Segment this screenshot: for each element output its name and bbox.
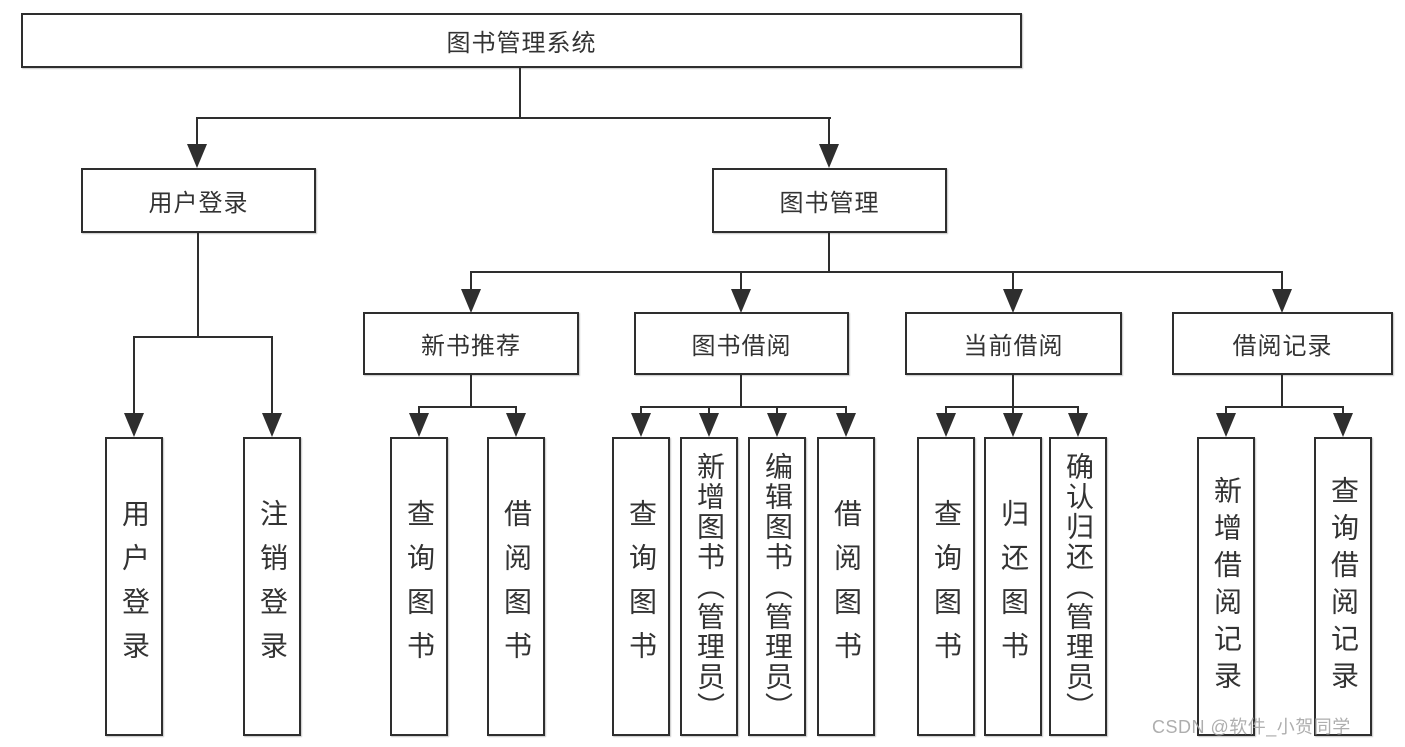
arrow-down-icon	[836, 413, 856, 437]
connector-line	[1281, 271, 1283, 291]
connector-line	[740, 375, 742, 407]
arrow-down-icon	[124, 413, 144, 437]
node-user-login-group: 用户登录	[81, 168, 316, 233]
arrow-down-icon	[187, 144, 207, 168]
connector-line	[828, 117, 830, 150]
node-record-add-borrow-record: 新增借阅记录	[1197, 437, 1255, 736]
node-logout: 注销登录	[243, 437, 301, 736]
node-book-management: 图书管理	[712, 168, 947, 233]
connector-line	[945, 406, 947, 416]
connector-line	[196, 117, 831, 119]
connector-line	[1281, 375, 1283, 407]
connector-line	[470, 271, 1283, 273]
node-borrow-add-books-admin: 新增图书（管理员）	[680, 437, 738, 736]
arrow-down-icon	[262, 413, 282, 437]
node-new-book-recommend: 新书推荐	[363, 312, 579, 375]
node-borrow-borrow-books: 借阅图书	[817, 437, 875, 736]
connector-line	[133, 336, 135, 417]
arrow-down-icon	[409, 413, 429, 437]
connector-line	[515, 406, 517, 416]
node-current-borrowing: 当前借阅	[905, 312, 1122, 375]
connector-line	[418, 406, 420, 416]
node-current-confirm-return-admin: 确认归还（管理员）	[1049, 437, 1107, 736]
arrow-down-icon	[731, 289, 751, 313]
connector-line	[776, 406, 778, 416]
connector-line	[133, 336, 273, 338]
arrow-down-icon	[767, 413, 787, 437]
connector-line	[470, 375, 472, 407]
node-recommend-query-books: 查询图书	[390, 437, 448, 736]
node-library-system: 图书管理系统	[21, 13, 1022, 68]
connector-line	[418, 406, 517, 408]
node-book-borrowing: 图书借阅	[634, 312, 849, 375]
connector-line	[1225, 406, 1227, 416]
connector-line	[1077, 406, 1079, 416]
connector-line	[845, 406, 847, 416]
connector-line	[197, 233, 199, 337]
connector-line	[1225, 406, 1344, 408]
arrow-down-icon	[1003, 413, 1023, 437]
csdn-watermark: CSDN @软件_小贺同学	[1152, 717, 1351, 737]
arrow-down-icon	[1003, 289, 1023, 313]
node-recommend-borrow-books: 借阅图书	[487, 437, 545, 736]
arrow-down-icon	[1333, 413, 1353, 437]
connector-line	[640, 406, 847, 408]
connector-line	[708, 406, 710, 416]
connector-line	[1012, 271, 1014, 291]
node-record-query-borrow-record: 查询借阅记录	[1314, 437, 1372, 736]
node-borrow-query-books: 查询图书	[612, 437, 670, 736]
arrow-down-icon	[506, 413, 526, 437]
connector-line	[640, 406, 642, 416]
connector-line	[271, 336, 273, 417]
arrow-down-icon	[699, 413, 719, 437]
connector-line	[470, 271, 472, 291]
arrow-down-icon	[631, 413, 651, 437]
connector-line	[196, 117, 198, 150]
node-current-return-books: 归还图书	[984, 437, 1042, 736]
arrow-down-icon	[1272, 289, 1292, 313]
node-borrowing-records: 借阅记录	[1172, 312, 1393, 375]
connector-line	[1012, 375, 1014, 407]
node-user-login: 用户登录	[105, 437, 163, 736]
connector-line	[1012, 406, 1014, 416]
arrow-down-icon	[1068, 413, 1088, 437]
arrow-down-icon	[461, 289, 481, 313]
connector-line	[740, 271, 742, 291]
arrow-down-icon	[819, 144, 839, 168]
arrow-down-icon	[1216, 413, 1236, 437]
node-borrow-edit-books-admin: 编辑图书（管理员）	[748, 437, 806, 736]
arrow-down-icon	[936, 413, 956, 437]
node-current-query-books: 查询图书	[917, 437, 975, 736]
connector-line	[1342, 406, 1344, 416]
connector-line	[519, 68, 521, 118]
connector-line	[828, 233, 830, 272]
